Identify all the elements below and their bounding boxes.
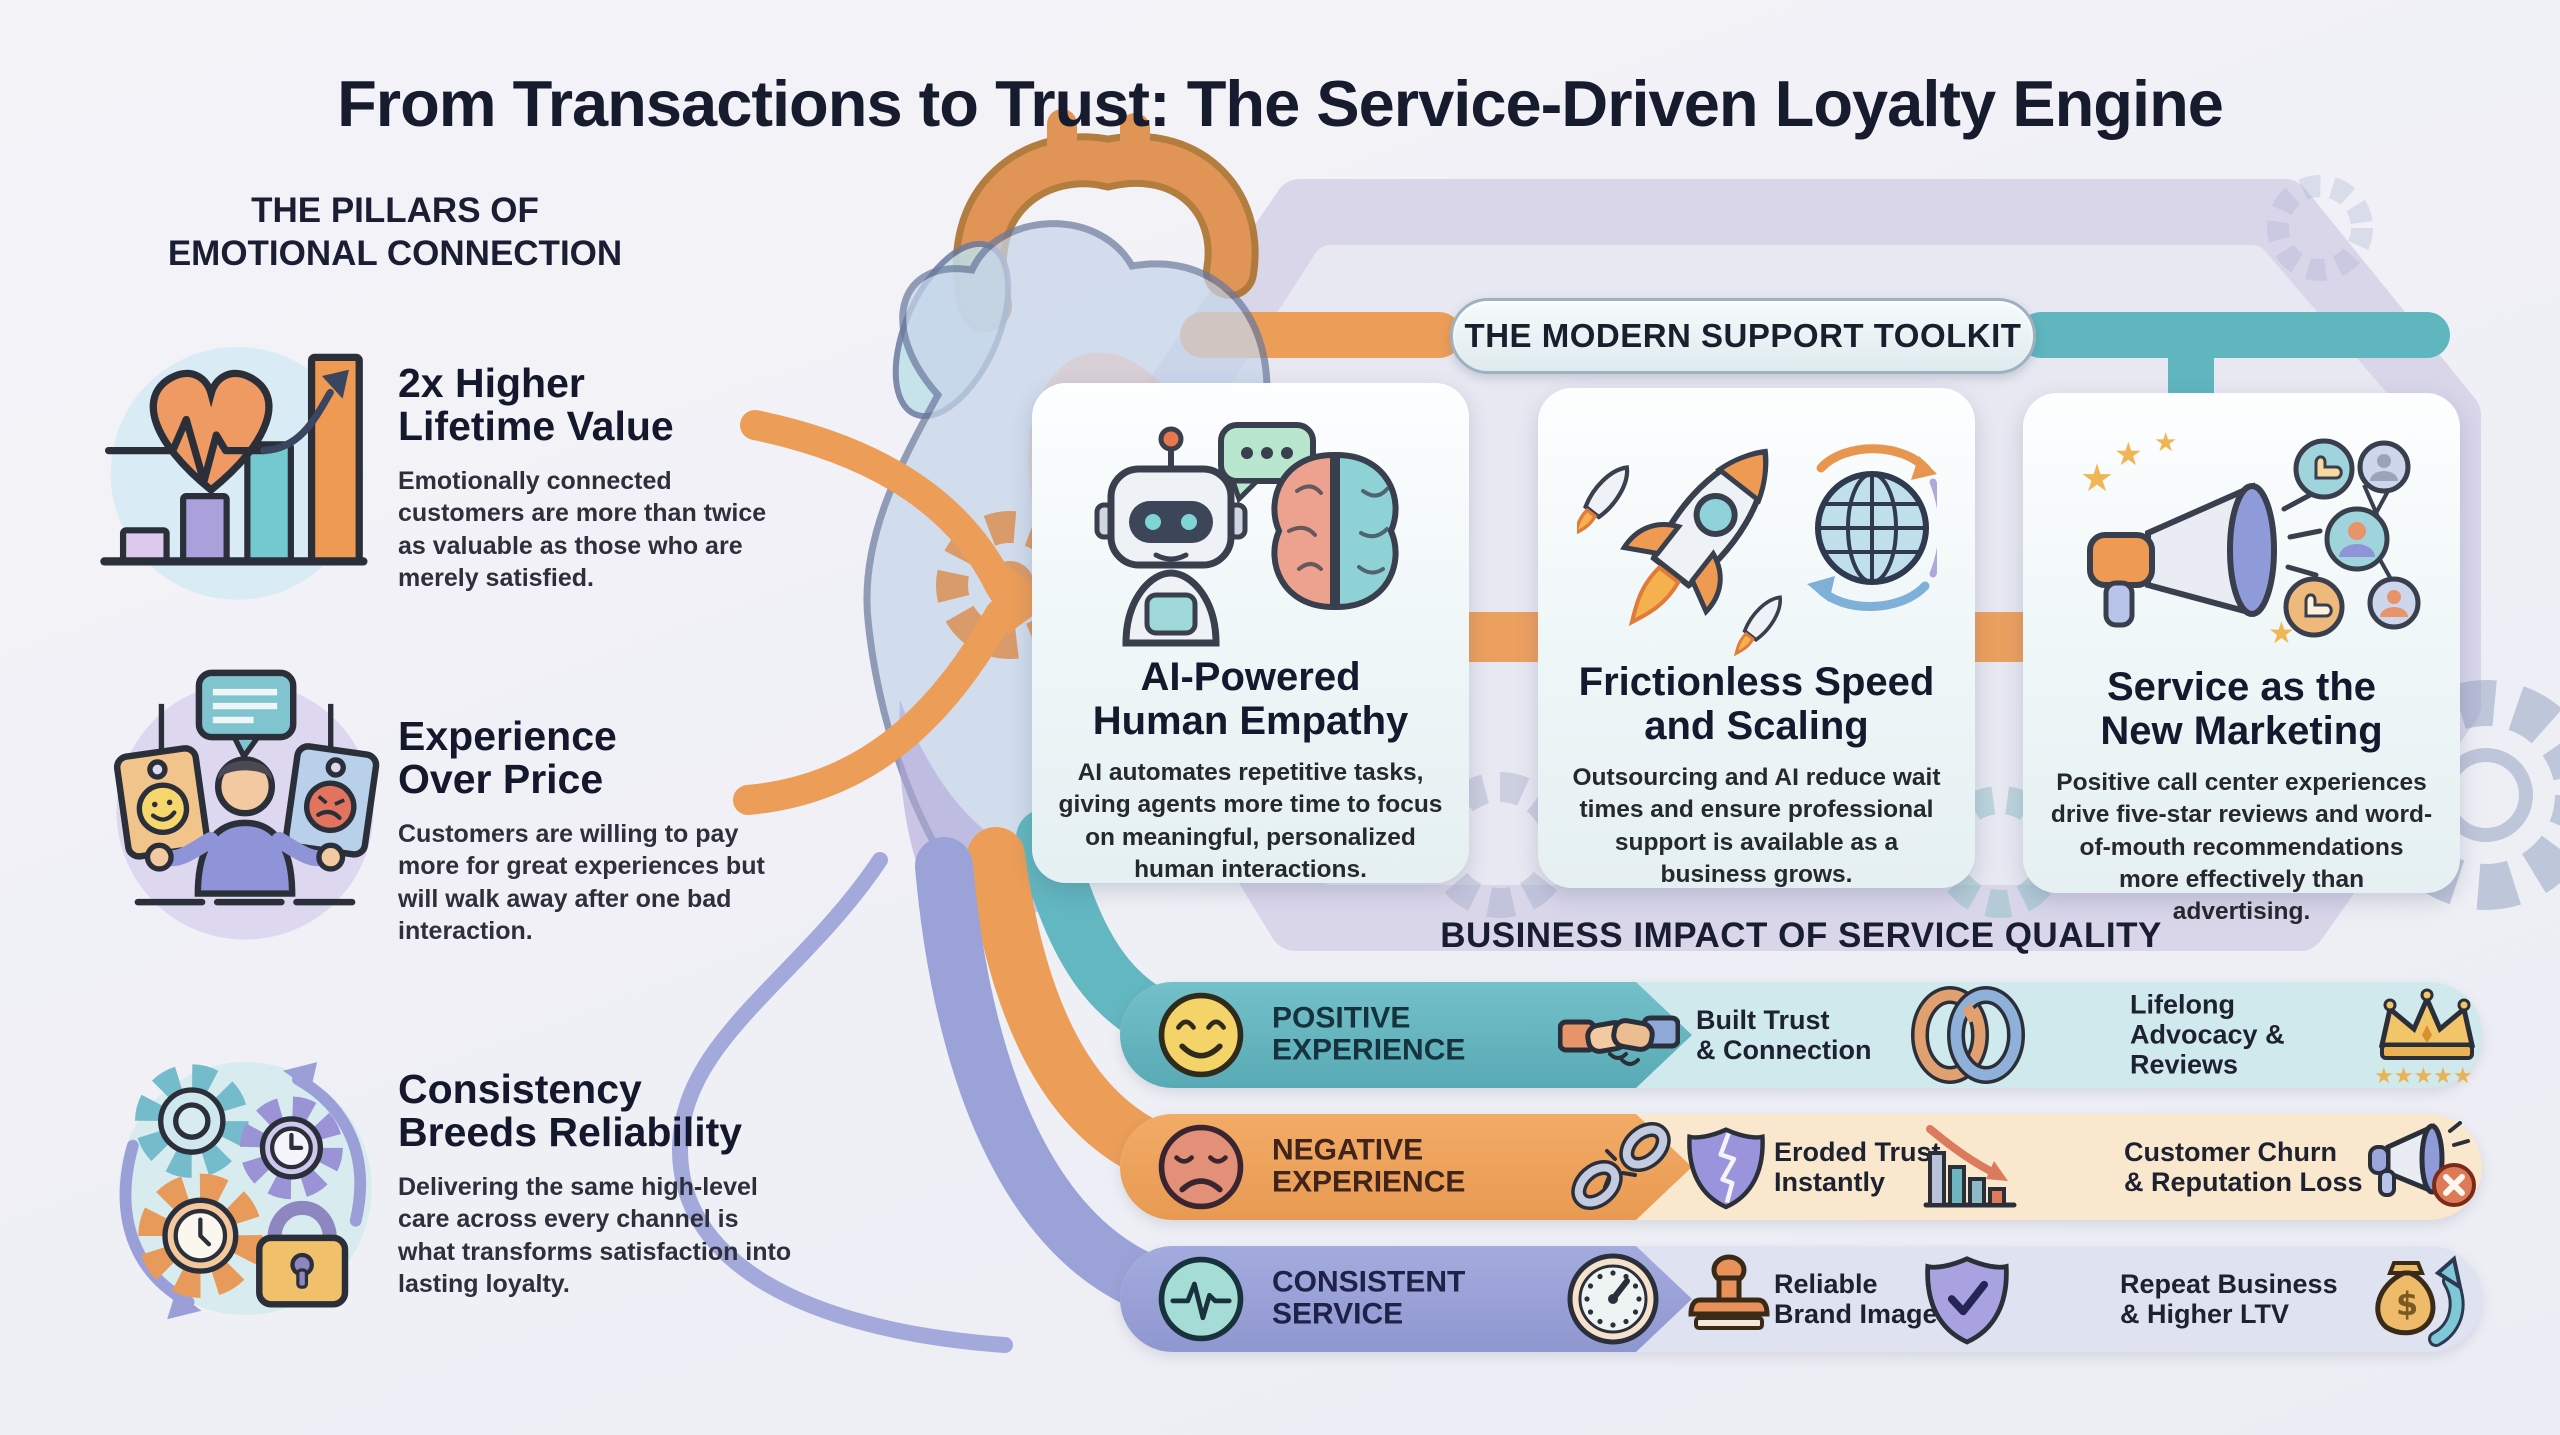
card-description: Positive call center experiences drive f… <box>2050 769 2433 926</box>
pillar-description: Emotionally connected customers are more… <box>398 466 767 593</box>
gauge-icon <box>1567 1253 1659 1345</box>
card-title: Service as the New Marketing <box>2100 665 2383 753</box>
broken-chain-icon <box>1571 1122 1671 1210</box>
svg-text:$: $ <box>2396 1285 2418 1323</box>
robot-brain-icon <box>1071 411 1431 651</box>
handshake-icon <box>1558 1015 1680 1066</box>
card-description: AI automates repetitive tasks, giving ag… <box>1058 759 1443 883</box>
outcome-text: Repeat Business & Higher LTV <box>2120 1268 2338 1329</box>
megaphone-network-icon: ★ ★ ★ ★ <box>2062 421 2422 661</box>
shield-check-icon <box>1925 1256 2009 1345</box>
pillars-section-heading: THE PILLARS OF EMOTIONAL CONNECTION <box>167 191 623 273</box>
card-title: AI-Powered Human Empathy <box>1092 655 1409 743</box>
pillar-item-experience-over-price: Experience Over Price Customers are will… <box>398 713 793 948</box>
toolkit-card-service-marketing: ★ ★ ★ ★ <box>2023 393 2460 925</box>
outcome-text: Customer Churn & Reputation Loss <box>2124 1136 2363 1197</box>
pillar-flow-curves <box>671 410 1015 1353</box>
pillar-item-consistency: Consistency Breeds Reliability Deliverin… <box>398 1066 793 1301</box>
svg-text:★★★★★: ★★★★★ <box>2374 1064 2473 1087</box>
svg-text:★: ★ <box>2080 456 2114 500</box>
cracked-shield-icon <box>1687 1127 1765 1210</box>
toolkit-card-speed-scaling: Frictionless Speed and Scaling Outsourci… <box>1538 388 1975 888</box>
pillar-title: Experience Over Price <box>398 713 617 803</box>
interlocked-rings-icon <box>1911 986 2025 1084</box>
sad-face-icon <box>1158 1124 1244 1210</box>
flow-arrowhead <box>1008 566 1054 634</box>
impact-row-consistent: CONSISTENT SERVICE Reliable Brand Image … <box>1120 1246 2482 1352</box>
gears-padlock-icon <box>118 1062 372 1320</box>
pillar-title: Consistency Breeds Reliability <box>398 1066 743 1156</box>
declining-chart-icon <box>1923 1125 2017 1208</box>
pillar-title: 2x Higher Lifetime Value <box>398 360 674 450</box>
outcome-text: Lifelong Advocacy & Reviews <box>2130 989 2285 1081</box>
toolkit-section-heading: THE MODERN SUPPORT TOOLKIT <box>1450 298 2036 374</box>
stamp-icon <box>1688 1254 1770 1330</box>
svg-text:★: ★ <box>2154 428 2177 458</box>
pulse-circle-icon <box>1158 1256 1244 1342</box>
row-label: NEGATIVE EXPERIENCE <box>1272 1133 1466 1199</box>
svg-text:★: ★ <box>2114 435 2143 473</box>
person-price-tags-icon <box>113 669 380 940</box>
outcome-text: Built Trust & Connection <box>1696 1004 1872 1065</box>
row-label: POSITIVE EXPERIENCE <box>1272 1001 1466 1067</box>
pillar-item-lifetime-value: 2x Higher Lifetime Value Emotionally con… <box>398 360 793 595</box>
card-title: Frictionless Speed and Scaling <box>1578 660 1935 748</box>
smiley-face-icon <box>1158 992 1244 1078</box>
page-title: From Transactions to Trust: The Service-… <box>337 66 2224 140</box>
crown-five-stars-icon: ★★★★★ <box>2374 988 2476 1087</box>
outcome-text: Reliable Brand Image <box>1774 1268 1938 1329</box>
toolkit-card-ai-empathy: AI-Powered Human Empathy AI automates re… <box>1032 383 1469 883</box>
row-label: CONSISTENT SERVICE <box>1272 1265 1466 1331</box>
heart-growth-chart-icon <box>100 347 368 600</box>
megaphone-error-icon <box>2368 1121 2476 1207</box>
money-bag-growth-icon: $ <box>2375 1255 2465 1347</box>
pillar-description: Delivering the same high-level care acro… <box>398 1172 792 1299</box>
rocket-globe-icon <box>1576 416 1937 656</box>
impact-row-positive: POSITIVE EXPERIENCE Built Trust & Connec… <box>1120 982 2482 1088</box>
card-description: Outsourcing and AI reduce wait times and… <box>1572 764 1941 888</box>
impact-row-negative: NEGATIVE EXPERIENCE Eroded Trust Instant… <box>1120 1114 2482 1220</box>
impact-section-heading: BUSINESS IMPACT OF SERVICE QUALITY <box>1440 916 2162 955</box>
pillar-description: Customers are willing to pay more for gr… <box>398 819 765 946</box>
